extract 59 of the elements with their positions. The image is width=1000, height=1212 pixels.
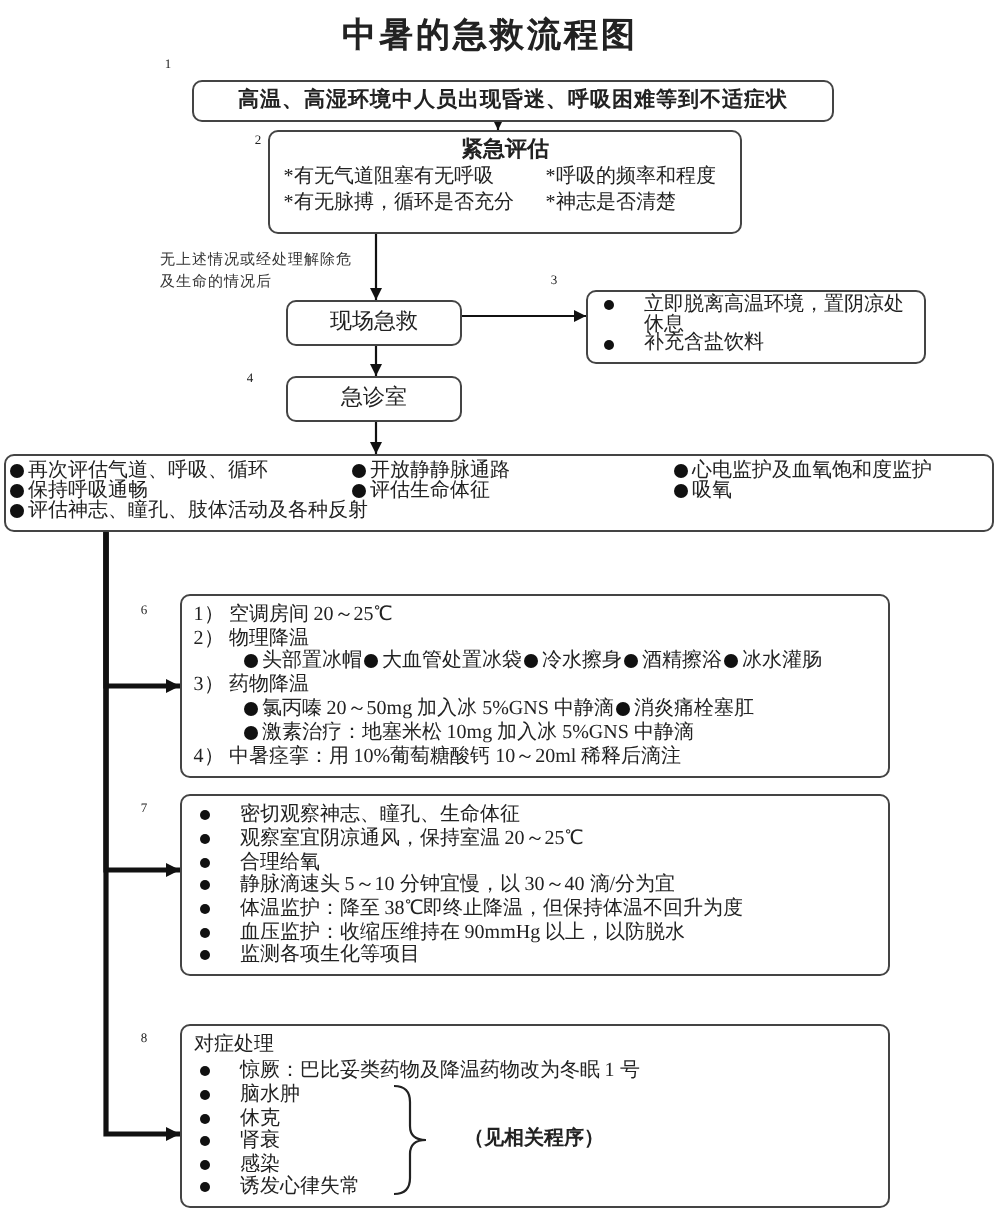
list-item: 评估生命体征 <box>369 481 490 502</box>
list-item: 肾衰 <box>239 1130 280 1153</box>
list-item: 保持呼吸通畅 <box>27 481 148 502</box>
list-item: 大血管处置冰袋 <box>381 650 522 674</box>
list-item: 头部置冰帽 <box>261 650 362 674</box>
list-item: 监测各项生化等项目 <box>239 944 420 968</box>
list-item: 密切观察神志、瞳孔、生命体征 <box>239 804 520 827</box>
list-item: 再次评估气道、呼吸、循环 <box>27 461 268 482</box>
arrow <box>370 422 382 454</box>
list-box <box>180 594 890 778</box>
note-text: （见相关程序） <box>463 1128 604 1152</box>
list-box <box>268 130 742 234</box>
list-item: 合理给氧 <box>239 851 320 874</box>
list-item: *呼吸的频率和程度 <box>545 164 716 191</box>
arrow <box>370 234 382 300</box>
arrow <box>492 118 504 130</box>
title: 中暑的急救流程图 <box>342 16 638 56</box>
list-box <box>180 1024 890 1208</box>
arrow <box>370 346 382 376</box>
list-item: 消炎痛栓塞肛 <box>633 698 754 721</box>
step-text: 高温、高湿环境中人员出现昏迷、呼吸困难等到不适症状 <box>238 87 788 114</box>
list-item: 酒精擦浴 <box>641 650 722 674</box>
list-item: 4） 中暑痉挛：用 10%葡萄糖酸钙 10～20ml 稀释后滴注 <box>193 746 682 770</box>
list-item: 诱发心律失常 <box>239 1176 360 1200</box>
process-box <box>286 300 462 346</box>
list-item: 激素治疗：地塞米松 10mg 加入冰 5%GNS 中静滴 <box>261 722 694 745</box>
list-item: 补充含盐饮料 <box>643 334 764 355</box>
list-item: 观察室宜阴凉通风，保持室温 20～25℃ <box>239 828 583 852</box>
list-item: 1） 空调房间 20～25℃ <box>193 604 392 628</box>
list-item: 3） 药物降温 <box>193 674 309 698</box>
list-box <box>586 290 926 364</box>
section-heading: 对症处理 <box>193 1034 274 1058</box>
list-item: 吸氧 <box>691 481 732 502</box>
arrow <box>462 310 586 322</box>
list-item: 开放静静脉通路 <box>369 461 510 482</box>
list-item: 冰水灌肠 <box>741 650 822 674</box>
list-item: 感染 <box>239 1153 280 1176</box>
list-item: 2） 物理降温 <box>193 627 309 650</box>
list-box <box>180 794 890 976</box>
process-box <box>192 80 834 122</box>
list-box <box>4 454 994 532</box>
list-item: 心电监护及血氧饱和度监护 <box>691 461 932 482</box>
list-item: 评估神志、瞳孔、肢体活动及各种反射 <box>27 501 368 522</box>
list-item: 惊厥：巴比妥类药物及降温药物改为冬眠 1 号 <box>239 1060 640 1083</box>
list-item: *神志是否清楚 <box>545 190 676 217</box>
arrow <box>103 532 180 1141</box>
list-item: *有无气道阻塞有无呼吸 <box>283 164 494 191</box>
section-heading: 紧急评估 <box>461 136 549 163</box>
list-item: 氯丙嗪 20～50mg 加入冰 5%GNS 中静滴 <box>261 698 614 721</box>
list-item: *有无脉搏，循环是否充分 <box>283 190 514 217</box>
list-item: 脑水肿 <box>239 1084 300 1107</box>
list-item: 静脉滴速头 5～10 分钟宜慢，以 30～40 滴/分为宜 <box>239 874 676 897</box>
list-item: 血压监护：收缩压维持在 90mmHg 以上，以防脱水 <box>239 921 686 944</box>
list-item: 体温监护：降至 38℃即终止降温，但保持体温不回升为度 <box>239 898 743 921</box>
step-text: 急诊室 <box>341 385 407 412</box>
list-item: 冷水擦身 <box>541 650 622 674</box>
list-item: 休克 <box>239 1107 280 1130</box>
step-text: 现场急救 <box>330 309 418 336</box>
process-box <box>286 376 462 422</box>
